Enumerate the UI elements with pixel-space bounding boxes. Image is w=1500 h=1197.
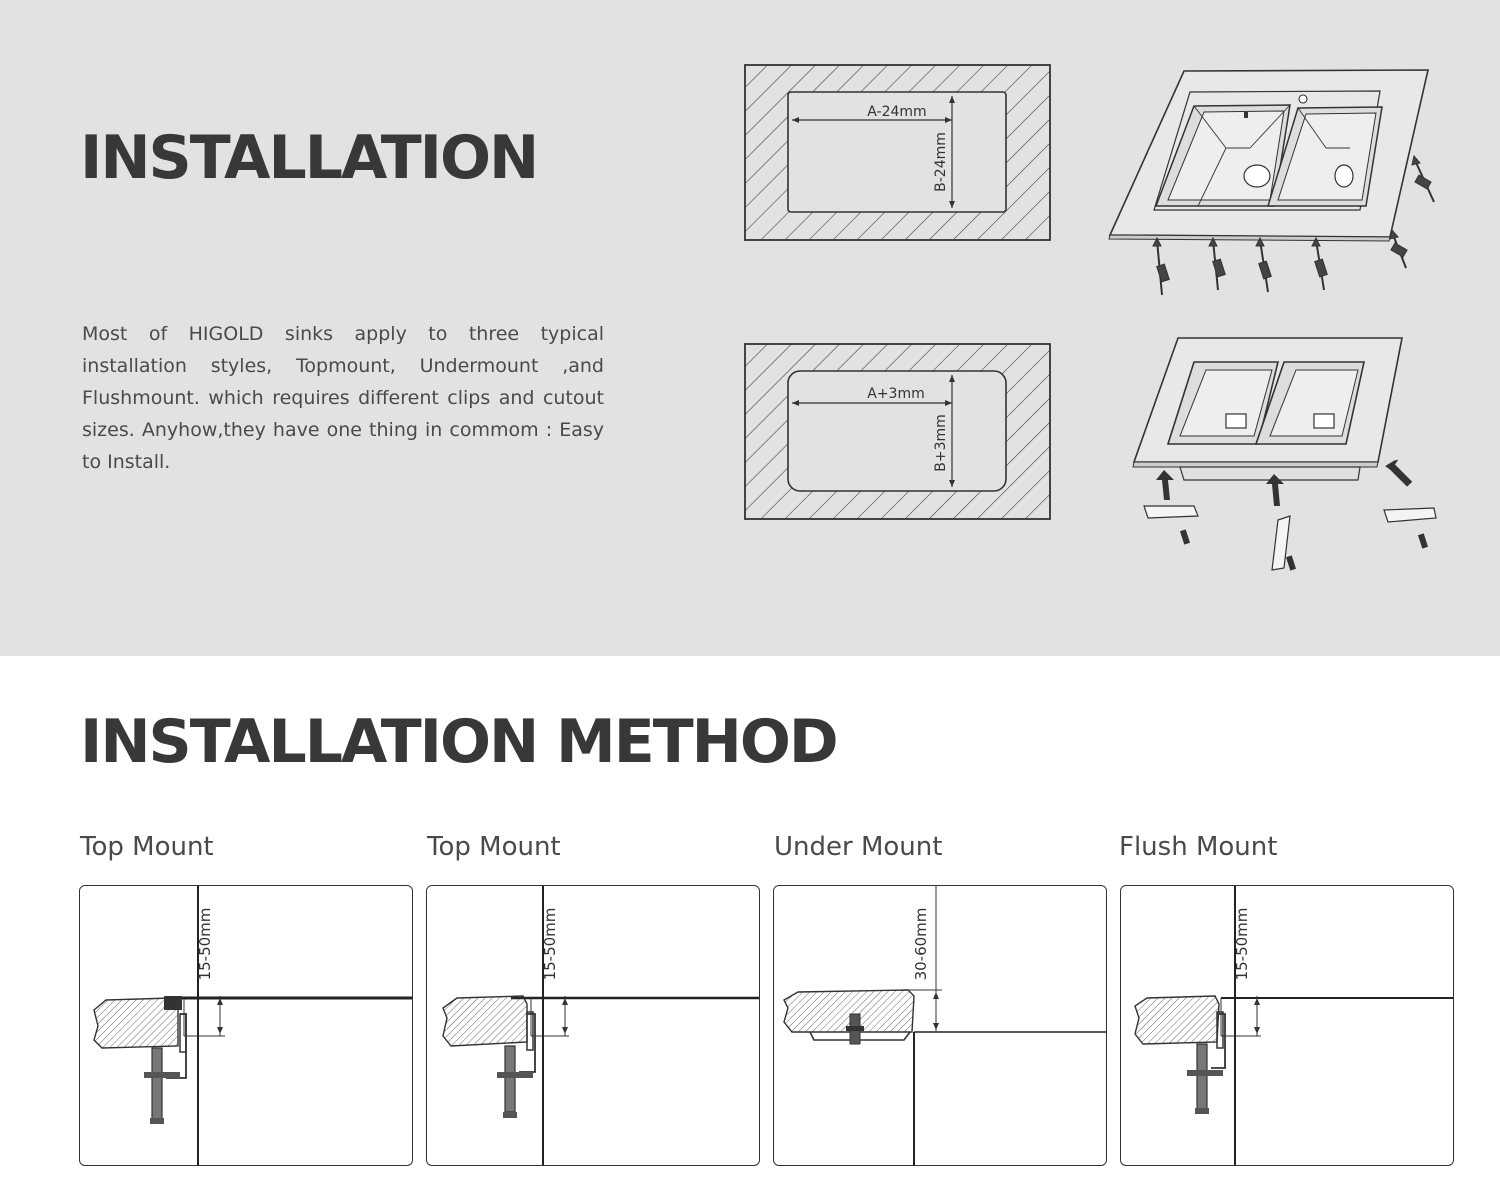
dimension-label: 15-50mm xyxy=(196,908,214,981)
method-label-flushmount: Flush Mount xyxy=(1119,832,1278,862)
cutout-height-label: B-24mm xyxy=(933,132,949,192)
cutout-diagram-topmount: A-24mm B-24mm xyxy=(744,64,1051,241)
topmount-section-diagram: 15-50mm xyxy=(442,886,759,1165)
cutout-diagram-undermount: A+3mm B+3mm xyxy=(744,343,1051,520)
topmount-sink-illustration xyxy=(1108,69,1435,296)
method-panel-undermount: 30-60mm xyxy=(773,885,1107,1166)
undermount-sink-illustration xyxy=(1132,337,1437,571)
installation-section: INSTALLATION Most of HIGOLD sinks apply … xyxy=(0,0,1500,656)
cutout-width-label: A+3mm xyxy=(867,386,925,402)
installation-title: INSTALLATION xyxy=(80,123,539,193)
method-panel-topmount-2: 15-50mm xyxy=(426,885,760,1166)
cutout-width-label: A-24mm xyxy=(867,104,926,120)
method-panel-flushmount: 15-50mm xyxy=(1120,885,1454,1166)
method-panel-topmount-1: 15-50mm xyxy=(79,885,413,1166)
method-label-topmount-2: Top Mount xyxy=(427,832,561,862)
flushmount-section-diagram: 15-50mm xyxy=(1134,886,1453,1165)
undermount-section-diagram: 30-60mm xyxy=(783,886,1106,1165)
method-label-topmount-1: Top Mount xyxy=(80,832,214,862)
cutout-height-label: B+3mm xyxy=(933,414,949,472)
installation-description: Most of HIGOLD sinks apply to three typi… xyxy=(82,323,604,473)
dimension-label: 15-50mm xyxy=(541,908,559,981)
method-label-undermount: Under Mount xyxy=(774,832,943,862)
topmount-section-diagram: 15-50mm xyxy=(93,886,412,1165)
installation-method-title: INSTALLATION METHOD xyxy=(80,707,839,777)
dimension-label: 15-50mm xyxy=(1233,908,1251,981)
dimension-label: 30-60mm xyxy=(912,908,930,981)
